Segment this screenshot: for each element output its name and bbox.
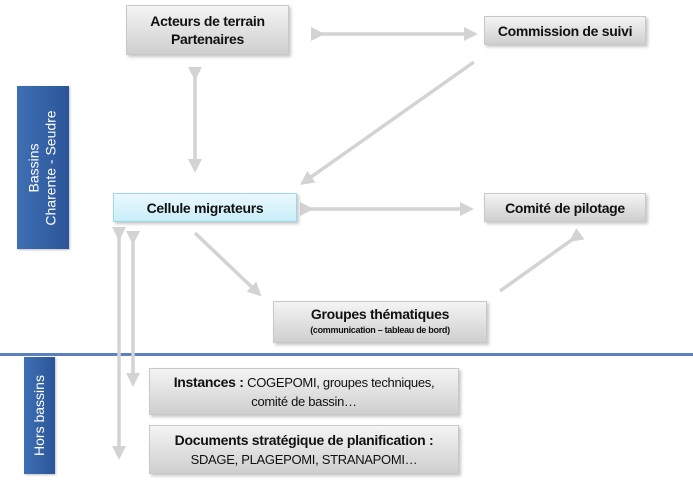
box-acteurs-de-terrain: Acteurs de terrain Partenaires bbox=[126, 5, 289, 55]
box-documents-strategiques: Documents stratégique de planification :… bbox=[149, 425, 459, 474]
cellule-label: Cellule migrateurs bbox=[146, 199, 264, 216]
side-band-hors-bassins: Hors bassins bbox=[24, 357, 55, 474]
commission-label: Commission de suivi bbox=[497, 22, 633, 39]
documents-items: SDAGE, PLAGEPOMI, STRANAPOMI… bbox=[190, 451, 418, 467]
box-comite-de-pilotage: Comité de pilotage bbox=[484, 193, 646, 222]
acteurs-line2: Partenaires bbox=[171, 31, 244, 47]
instances-items: COGEPOMI, groupes techniques, bbox=[247, 374, 435, 390]
arrow-cellule-groupes bbox=[193, 231, 262, 297]
arrow-commission-cellule bbox=[299, 60, 476, 185]
documents-title: Documents stratégique de planification : bbox=[174, 431, 434, 448]
instances-line2: comité de bassin… bbox=[251, 393, 357, 409]
box-groupes-thematiques: Groupes thématiques (communication – tab… bbox=[273, 301, 487, 343]
basin-divider-line bbox=[0, 353, 693, 356]
arrow-comite-groupes bbox=[498, 228, 585, 293]
acteurs-line1: Acteurs de terrain bbox=[150, 13, 265, 29]
side-band-bassins: Bassins Charente - Seudre bbox=[17, 86, 69, 249]
box-cellule-migrateurs: Cellule migrateurs bbox=[113, 193, 297, 222]
groupes-label: Groupes thématiques bbox=[310, 306, 450, 322]
groupes-sublabel: (communication – tableau de bord) bbox=[310, 325, 450, 335]
instances-title: Instances : bbox=[173, 373, 248, 390]
box-commission-de-suivi: Commission de suivi bbox=[484, 16, 646, 45]
box-instances: Instances : COGEPOMI, groupes techniques… bbox=[149, 368, 459, 415]
comite-label: Comité de pilotage bbox=[505, 199, 625, 216]
